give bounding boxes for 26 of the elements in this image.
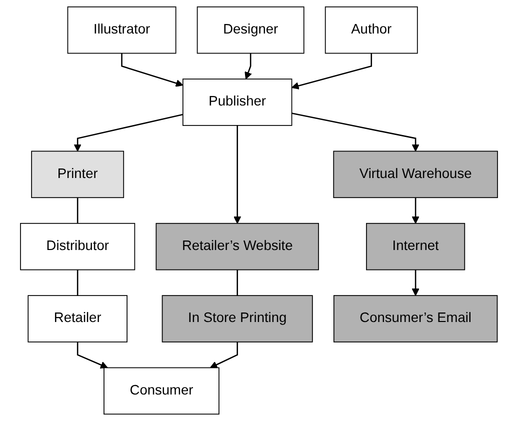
arrow <box>210 342 238 368</box>
node-box: Author <box>324 6 418 54</box>
connector <box>76 270 78 296</box>
node-box: Printer <box>31 150 124 198</box>
arrow <box>412 198 420 224</box>
arrow <box>76 342 108 369</box>
node-box: Retailer <box>28 295 128 342</box>
arrow <box>412 270 420 296</box>
node-box: Consumer <box>104 367 220 415</box>
arrow <box>234 125 242 224</box>
node-box: Designer <box>196 6 304 54</box>
arrow <box>291 53 372 90</box>
node-box: Distributor <box>20 222 136 270</box>
connector <box>236 270 238 296</box>
arrow <box>74 114 184 152</box>
arrow <box>292 112 420 152</box>
node-box: Virtual Warehouse <box>333 150 498 198</box>
node-box: In Store Printing <box>162 295 313 342</box>
connector <box>76 198 78 224</box>
node-box: Retailer’s Website <box>156 222 319 270</box>
node-box: Internet <box>366 222 466 270</box>
node-box: Illustrator <box>67 6 176 54</box>
node-box: Consumer’s Email <box>333 295 498 342</box>
arrow <box>244 53 252 80</box>
arrow <box>121 53 184 87</box>
node-box: Publisher <box>182 78 292 126</box>
